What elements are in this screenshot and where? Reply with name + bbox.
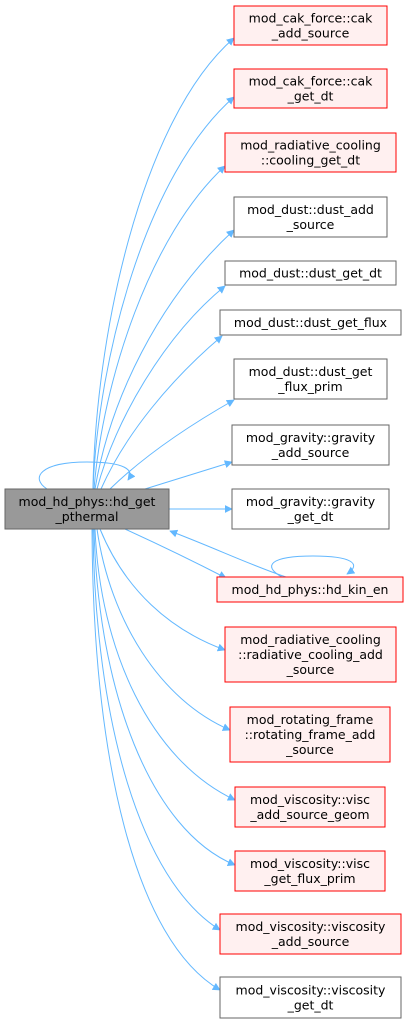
node-gravity-get-dt-label-line: mod_gravity::gravity: [246, 494, 376, 509]
node-viscosity-add-source-box: [219, 913, 402, 955]
node-hd-kin-en-label-line: mod_hd_phys::hd_kin_en: [232, 582, 389, 597]
root-node-label-line: mod_hd_phys::hd_get: [19, 494, 156, 509]
node-gravity-add-source-label-line: mod_gravity::gravity: [246, 430, 376, 445]
node-gravity-get-dt-label-line: _get_dt: [287, 509, 334, 524]
node-gravity-add-source-box: [231, 424, 390, 466]
node-radiative-cooling-add-source-label-line: mod_radiative_cooling: [240, 632, 381, 647]
edge-to-cak-get-dt: [92, 96, 235, 490]
node-dust-get-flux[interactable]: mod_dust::dust_get_flux: [219, 309, 402, 336]
node-visc-add-source-geom-label-line: mod_viscosity::visc: [250, 792, 370, 807]
node-cooling-get-dt-label-line: ::cooling_get_dt: [261, 153, 360, 168]
edge-to-gravity-add-source: [144, 460, 233, 490]
node-dust-get-flux-prim[interactable]: mod_dust::dust_get_flux_prim: [233, 358, 388, 400]
node-rotating-frame-add-source-label-line: mod_rotating_frame: [247, 712, 374, 727]
edge-to-viscosity-get-dt: [91, 528, 221, 991]
node-cak-get-dt-label-line: mod_cak_force::cak: [249, 74, 373, 89]
node-dust-add-source-box: [233, 196, 388, 238]
node-viscosity-get-dt-label-line: _get_dt: [287, 998, 334, 1013]
edge-to-dust-get-flux-prim: [109, 399, 235, 490]
node-cak-get-dt[interactable]: mod_cak_force::cak_get_dt: [233, 68, 388, 109]
node-visc-add-source-geom-box: [234, 786, 386, 828]
edges: [38, 37, 356, 991]
node-visc-add-source-geom[interactable]: mod_viscosity::visc_add_source_geom: [234, 786, 386, 828]
node-visc-get-flux-prim[interactable]: mod_viscosity::visc_get_flux_prim: [234, 850, 386, 892]
node-cooling-get-dt[interactable]: mod_radiative_cooling::cooling_get_dt: [224, 132, 397, 173]
node-visc-get-flux-prim-box: [234, 850, 386, 892]
node-dust-get-flux-prim-label-line: _flux_prim: [277, 379, 342, 394]
node-radiative-cooling-add-source[interactable]: mod_radiative_cooling::radiative_cooling…: [224, 626, 397, 683]
edge-to-dust-add-source: [94, 229, 235, 490]
node-cooling-get-dt-label-line: mod_radiative_cooling: [240, 138, 381, 153]
node-cak-get-dt-box: [233, 68, 388, 109]
node-gravity-add-source[interactable]: mod_gravity::gravity_add_source: [231, 424, 390, 466]
node-visc-get-flux-prim-label-line: _get_flux_prim: [263, 871, 355, 886]
node-gravity-get-dt[interactable]: mod_gravity::gravity_get_dt: [231, 488, 390, 530]
node-visc-add-source-geom-label-line: _add_source_geom: [249, 807, 369, 822]
node-cak-add-source[interactable]: mod_cak_force::cak_add_source: [233, 5, 388, 46]
node-rotating-frame-add-source[interactable]: mod_rotating_frame::rotating_frame_add_s…: [229, 706, 391, 763]
node-gravity-get-dt-box: [231, 488, 390, 530]
edge-to-rotating-frame-add-source: [96, 528, 231, 731]
nodes: mod_hd_phys::hd_get_pthermal mod_cak_forc…: [4, 5, 404, 1019]
edge-root-self-loop: [38, 461, 136, 490]
node-rotating-frame-add-source-label-line: _source: [285, 742, 334, 757]
node-hd-kin-en[interactable]: mod_hd_phys::hd_kin_en: [216, 576, 404, 603]
node-viscosity-add-source-label-line: mod_viscosity::viscosity: [236, 919, 386, 934]
node-gravity-add-source-label-line: _add_source: [271, 445, 350, 460]
edge-to-viscosity-add-source: [92, 528, 221, 931]
node-rotating-frame-add-source-label-line: ::rotating_frame_add: [245, 727, 376, 742]
node-dust-get-dt-label-line: mod_dust::dust_get_dt: [239, 266, 382, 281]
edge-hd-kin-en-self-loop: [271, 555, 356, 578]
node-dust-get-flux-box: [219, 309, 402, 336]
node-dust-add-source-label-line: _source: [286, 217, 335, 232]
node-viscosity-add-source[interactable]: mod_viscosity::viscosity_add_source: [219, 913, 402, 955]
edge-to-radiative-cooling-add-source: [99, 528, 226, 652]
node-dust-get-dt-box: [224, 260, 397, 286]
node-cooling-get-dt-box: [224, 132, 397, 173]
node-dust-add-source[interactable]: mod_dust::dust_add_source: [233, 196, 388, 238]
node-cak-add-source-label-line: mod_cak_force::cak: [249, 11, 373, 26]
node-radiative-cooling-add-source-box: [224, 626, 397, 683]
root-node-box: [4, 488, 170, 530]
node-viscosity-add-source-label-line: _add_source: [271, 934, 350, 949]
root-node-label-line: _pthermal: [55, 509, 119, 524]
node-cak-add-source-label-line: _add_source: [271, 26, 350, 41]
node-cak-add-source-box: [233, 5, 388, 46]
root-node: mod_hd_phys::hd_get_pthermal: [4, 488, 170, 530]
edge-to-cooling-get-dt: [93, 165, 226, 490]
edge-to-visc-add-source-geom: [94, 528, 236, 801]
node-radiative-cooling-add-source-label-line: ::radiative_cooling_add: [238, 647, 383, 662]
node-cak-get-dt-label-line: _get_dt: [287, 89, 334, 104]
edge-to-cak-add-source: [92, 37, 235, 490]
node-visc-get-flux-prim-label-line: mod_viscosity::visc: [250, 856, 370, 871]
edge-to-visc-get-flux-prim: [93, 528, 236, 866]
node-viscosity-get-dt-box: [219, 976, 402, 1019]
node-radiative-cooling-add-source-label-line: _source: [286, 662, 335, 677]
node-viscosity-get-dt[interactable]: mod_viscosity::viscosity_get_dt: [219, 976, 402, 1019]
node-dust-get-flux-label-line: mod_dust::dust_get_flux: [234, 315, 387, 330]
node-dust-add-source-label-line: mod_dust::dust_add: [247, 202, 374, 217]
node-viscosity-get-dt-label-line: mod_viscosity::viscosity: [236, 983, 386, 998]
node-dust-get-flux-prim-box: [233, 358, 388, 400]
node-dust-get-dt[interactable]: mod_dust::dust_get_dt: [224, 260, 397, 286]
node-hd-kin-en-box: [216, 576, 404, 603]
edge-hd-kin-en-to-root: [169, 529, 287, 578]
node-dust-get-flux-prim-label-line: mod_dust::dust_get: [249, 364, 373, 379]
edge-to-dust-get-flux: [100, 335, 223, 490]
edge-to-hd-kin-en: [124, 528, 227, 579]
node-rotating-frame-add-source-box: [229, 706, 391, 763]
